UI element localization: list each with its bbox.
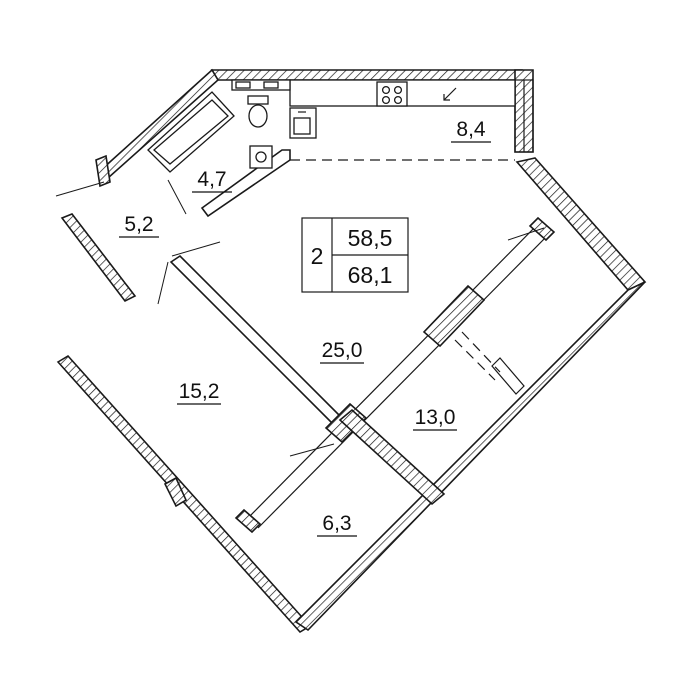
room-labels: 8,4 4,7 5,2 25,0 15,2 13,0 6,3 xyxy=(119,118,491,537)
door-swings xyxy=(55,179,545,457)
room-area-bathroom: 4,7 xyxy=(197,168,226,191)
room-area-balcony-small: 6,3 xyxy=(322,512,351,535)
washbasin-icon xyxy=(249,145,273,169)
room-area-living: 25,0 xyxy=(322,339,363,362)
total-area-value: 68,1 xyxy=(348,262,393,288)
room-area-bedroom: 15,2 xyxy=(179,380,220,403)
toilet-icon xyxy=(247,95,269,128)
stove-icon xyxy=(376,81,408,107)
ventilation-icon xyxy=(443,87,457,101)
room-area-kitchen: 8,4 xyxy=(456,118,486,141)
bathroom-fixtures xyxy=(147,79,291,173)
kitchen-counter xyxy=(289,79,516,139)
kitchen-zone-dashed-line xyxy=(290,159,515,381)
exterior-walls xyxy=(56,68,647,634)
room-count: 2 xyxy=(311,243,324,269)
room-area-balcony-large: 13,0 xyxy=(415,406,456,429)
living-area-value: 58,5 xyxy=(348,225,393,251)
summary-box: 2 58,5 68,1 xyxy=(301,217,409,293)
room-area-hall: 5,2 xyxy=(124,213,153,236)
interior-walls xyxy=(169,79,556,534)
